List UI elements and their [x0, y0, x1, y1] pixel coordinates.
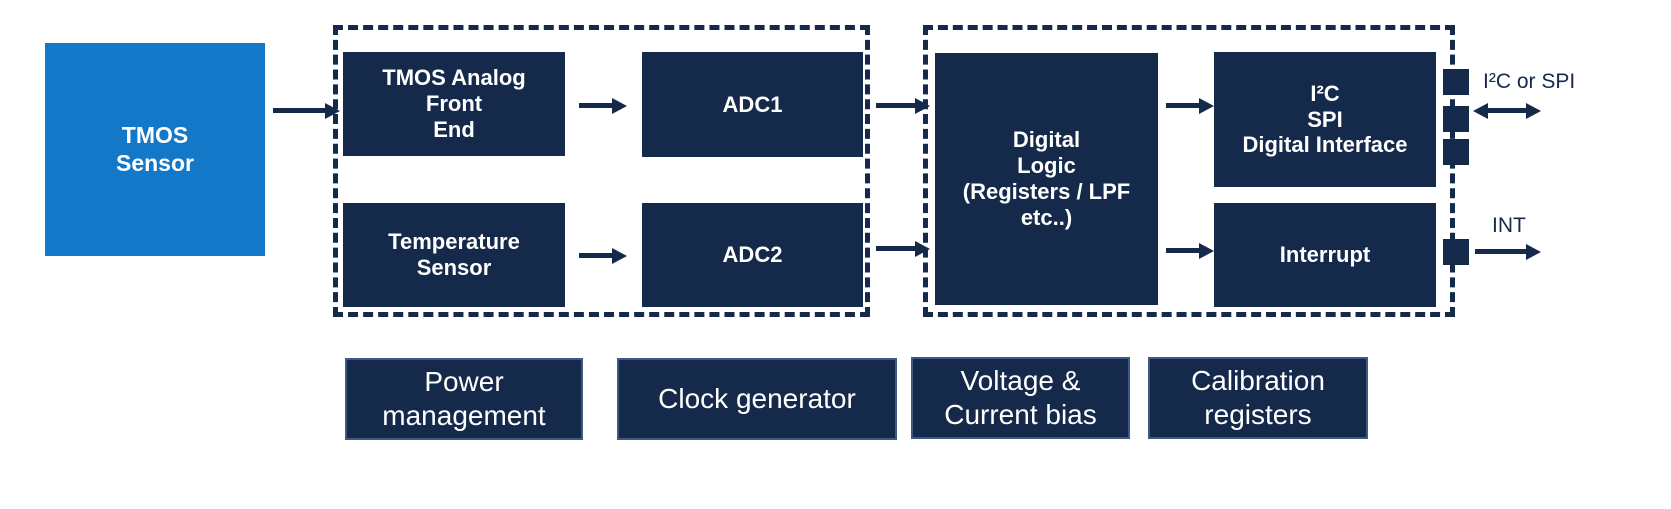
arrow-adc1-to-digital-logic-icon: [876, 103, 915, 108]
calibration-registers-block: Calibration registers: [1148, 357, 1368, 439]
digital-section-container: [923, 25, 1455, 317]
arrow-digital-logic-to-interface-icon: [1166, 103, 1199, 108]
arrow-sensor-to-afe-icon: [273, 108, 325, 113]
adc2-block: ADC2: [642, 203, 863, 307]
int-port-label: INT: [1492, 214, 1526, 237]
digital-logic-block: Digital Logic (Registers / LPF etc..): [935, 53, 1158, 305]
pin-int: [1443, 239, 1469, 265]
pin-i2c-spi-1: [1443, 69, 1469, 95]
arrow-tempsensor-to-adc2-icon: [579, 253, 612, 258]
clock-generator-block: Clock generator: [617, 358, 897, 440]
i2c-spi-digital-interface-block: I²C SPI Digital Interface: [1214, 52, 1436, 187]
analog-section-container: [333, 25, 870, 317]
interrupt-block: Interrupt: [1214, 203, 1436, 307]
arrow-i2c-spi-bidirectional-icon: [1488, 108, 1526, 113]
arrow-int-output-icon: [1475, 249, 1526, 254]
tmos-sensor-block: TMOS Sensor: [45, 43, 265, 256]
i2c-or-spi-port-label: I²C or SPI: [1483, 70, 1576, 93]
adc1-block: ADC1: [642, 52, 863, 157]
voltage-current-bias-block: Voltage & Current bias: [911, 357, 1130, 439]
power-management-block: Power management: [345, 358, 583, 440]
arrow-afe-to-adc1-icon: [579, 103, 612, 108]
pin-i2c-spi-2: [1443, 106, 1469, 132]
tmos-analog-front-end-block: TMOS Analog Front End: [343, 52, 565, 156]
arrow-digital-logic-to-interrupt-icon: [1166, 248, 1199, 253]
pin-i2c-spi-3: [1443, 139, 1469, 165]
temperature-sensor-block: Temperature Sensor: [343, 203, 565, 307]
arrow-adc2-to-digital-logic-icon: [876, 246, 915, 251]
